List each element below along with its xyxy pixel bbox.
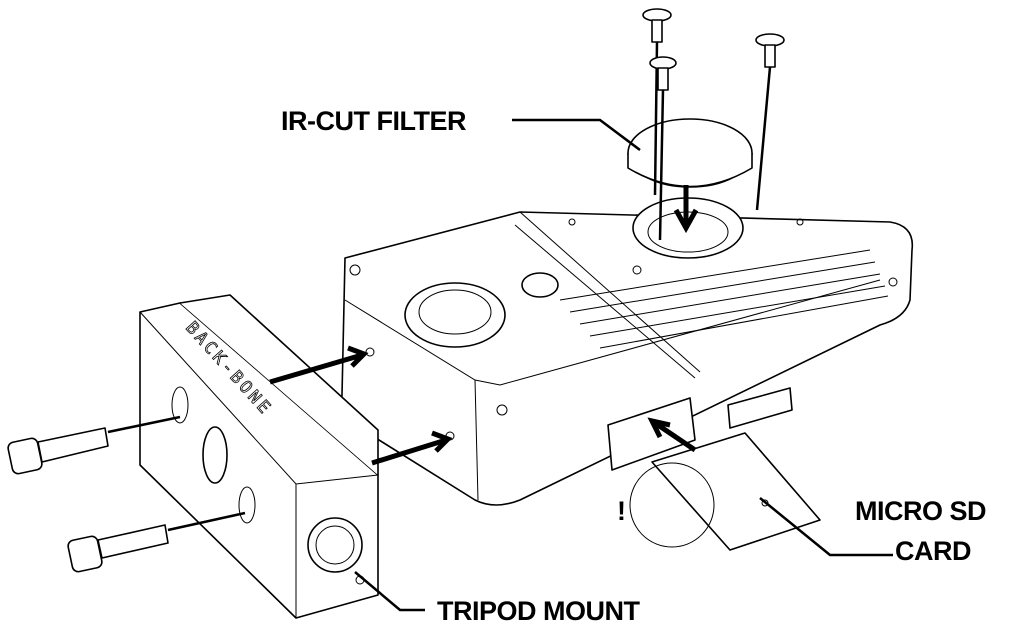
micro-sd-card xyxy=(629,432,821,551)
small-button xyxy=(521,272,559,298)
label-micro-sd-line2: CARD xyxy=(895,536,971,566)
usb-port xyxy=(727,387,793,429)
filter-down-arrow xyxy=(673,185,699,234)
label-ir-cut-filter: IR-CUT FILTER xyxy=(281,106,466,136)
ir-cut-filter xyxy=(627,118,753,188)
sd-card-slot xyxy=(607,397,696,471)
tripod-mount: BACK-BONE xyxy=(139,294,379,619)
mount-arrow-lower xyxy=(371,430,453,466)
tripod-leader xyxy=(354,571,425,612)
warning-mark: ! xyxy=(617,496,626,526)
label-micro-sd-line1: MICRO SD xyxy=(855,496,986,526)
top-screws xyxy=(642,8,785,241)
camera-body xyxy=(340,197,914,506)
mount-arrow-upper xyxy=(269,345,369,385)
micro-sd-leader xyxy=(759,497,893,557)
mount-bolts xyxy=(7,415,246,573)
label-tripod-mount: TRIPOD MOUNT xyxy=(437,596,640,626)
skull-emblem-button xyxy=(404,282,506,348)
ir-cut-leader xyxy=(512,118,641,151)
heatsink-fins xyxy=(559,249,889,349)
sd-insert-arrow xyxy=(647,417,697,453)
detail-circle xyxy=(629,462,715,548)
